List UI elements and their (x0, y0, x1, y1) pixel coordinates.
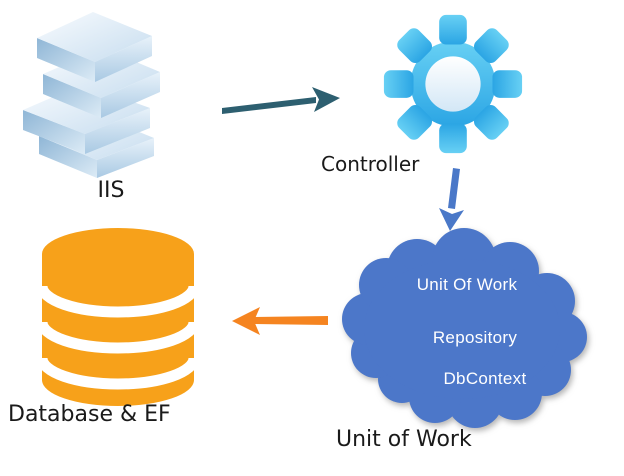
arrow-controller-to-uow (437, 167, 467, 233)
database-label: Database & EF (8, 402, 171, 427)
cloud-icon (342, 228, 587, 428)
unit-of-work-label: Unit of Work (336, 427, 472, 452)
cloud-text-repository: Repository (432, 328, 518, 347)
controller-label: Controller (321, 152, 420, 176)
database-cylinder-icon (42, 228, 194, 406)
node-unit-of-work (342, 227, 590, 431)
server-stack-icon (23, 12, 160, 178)
cloud-text-unit-of-work: Unit Of Work (416, 275, 518, 294)
gear-icon (383, 14, 523, 154)
iis-label: IIS (97, 178, 125, 203)
node-controller (383, 10, 523, 160)
node-iis (14, 10, 166, 178)
arrow-uow-to-database (230, 304, 330, 338)
left-arrow-icon (232, 307, 328, 335)
node-database (40, 226, 196, 408)
cloud-text-dbcontext: DbContext (443, 369, 527, 388)
arrow-iis-to-controller (220, 85, 342, 119)
right-arrow-icon (222, 87, 340, 114)
down-arrow-icon (439, 168, 464, 231)
